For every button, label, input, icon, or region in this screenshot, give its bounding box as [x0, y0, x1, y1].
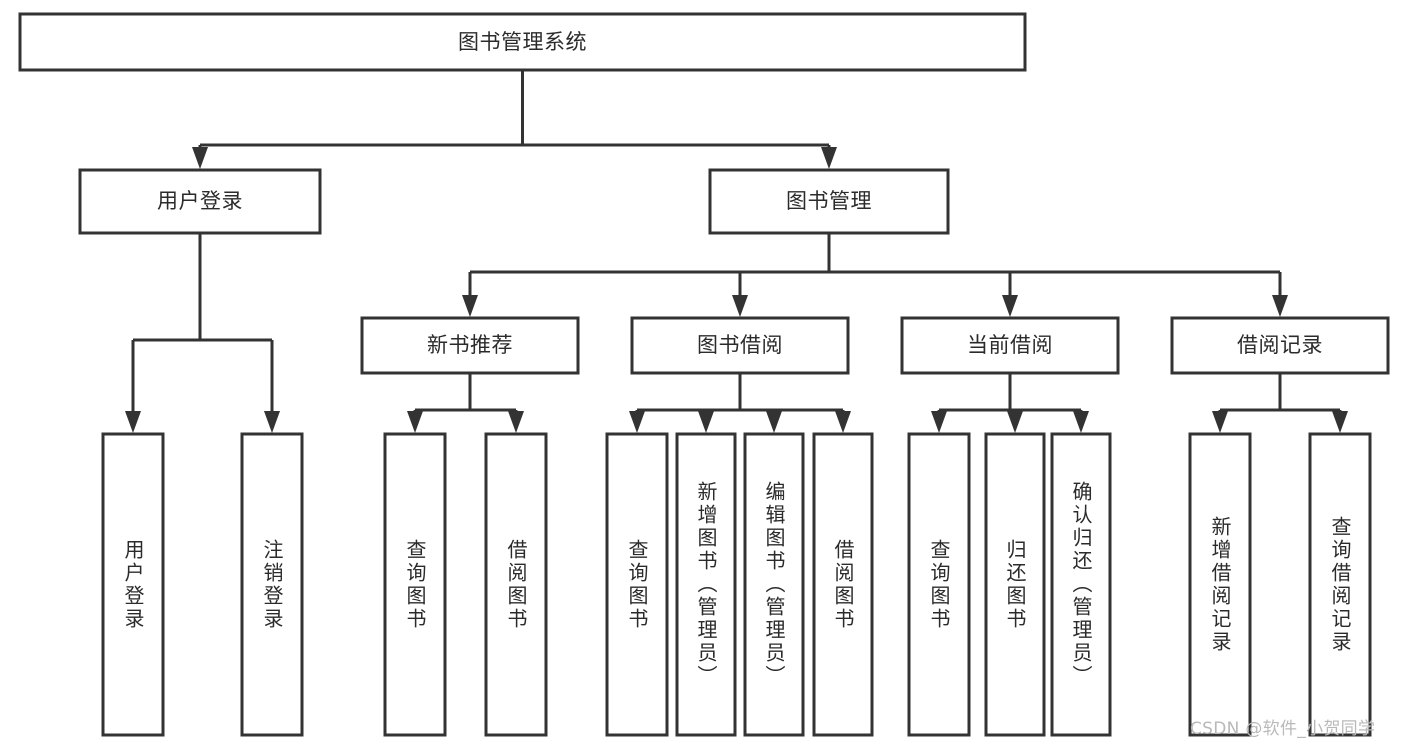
connector-layer	[125, 70, 1348, 433]
node-box-leaf-query-book-borrow[interactable]	[605, 432, 669, 737]
arrow-head-icon-leaf-edit-book	[766, 411, 782, 433]
node-layer	[18, 12, 1390, 737]
node-box-leaf-user-login[interactable]	[101, 432, 165, 737]
node-box-root[interactable]	[18, 12, 1027, 72]
arrow-head-icon-current-borrow	[1002, 295, 1018, 317]
arrow-head-icon-leaf-query-record	[1332, 411, 1348, 433]
arrow-head-icon-book-manage	[821, 147, 837, 169]
arrow-head-icon-leaf-user-login	[125, 411, 141, 433]
arrow-head-icon-borrow-record	[1272, 295, 1288, 317]
node-box-leaf-logout[interactable]	[240, 432, 304, 737]
arrow-head-icon-leaf-query-book-rec	[407, 411, 423, 433]
node-box-leaf-edit-book[interactable]	[743, 432, 805, 737]
node-box-leaf-borrow-book-rec[interactable]	[484, 432, 548, 737]
arrow-head-icon-new-book-rec	[462, 295, 478, 317]
node-box-leaf-add-record[interactable]	[1188, 432, 1252, 737]
node-box-leaf-add-book[interactable]	[675, 432, 737, 737]
node-box-leaf-query-record[interactable]	[1308, 432, 1372, 737]
node-box-user-login[interactable]	[78, 168, 322, 235]
node-box-book-borrow[interactable]	[630, 316, 850, 375]
node-box-leaf-borrow-book[interactable]	[812, 432, 874, 737]
node-box-leaf-query-book-cur[interactable]	[907, 432, 971, 737]
arrow-head-icon-leaf-confirm-return	[1073, 411, 1089, 433]
arrow-head-icon-leaf-borrow-book	[835, 411, 851, 433]
arrow-head-icon-leaf-logout	[264, 411, 280, 433]
arrow-head-icon-leaf-add-record	[1212, 411, 1228, 433]
arrow-head-icon-leaf-return-book	[1007, 411, 1023, 433]
node-box-current-borrow[interactable]	[900, 316, 1120, 375]
watermark-text: CSDN @软件_小贺同学	[1190, 719, 1376, 739]
arrow-head-icon-leaf-query-book-borrow	[629, 411, 645, 433]
arrow-head-icon-leaf-borrow-book-rec	[508, 411, 524, 433]
node-box-leaf-confirm-return[interactable]	[1050, 432, 1112, 737]
arrow-head-icon-user-login	[192, 147, 208, 169]
node-box-new-book-rec[interactable]	[360, 316, 580, 375]
arrow-head-icon-leaf-add-book	[698, 411, 714, 433]
node-box-book-manage[interactable]	[708, 168, 950, 235]
arrow-head-icon-leaf-query-book-cur	[931, 411, 947, 433]
node-box-borrow-record[interactable]	[1170, 316, 1390, 375]
arrow-head-icon-book-borrow	[732, 295, 748, 317]
node-box-leaf-query-book-rec[interactable]	[383, 432, 447, 737]
node-box-leaf-return-book[interactable]	[984, 432, 1046, 737]
